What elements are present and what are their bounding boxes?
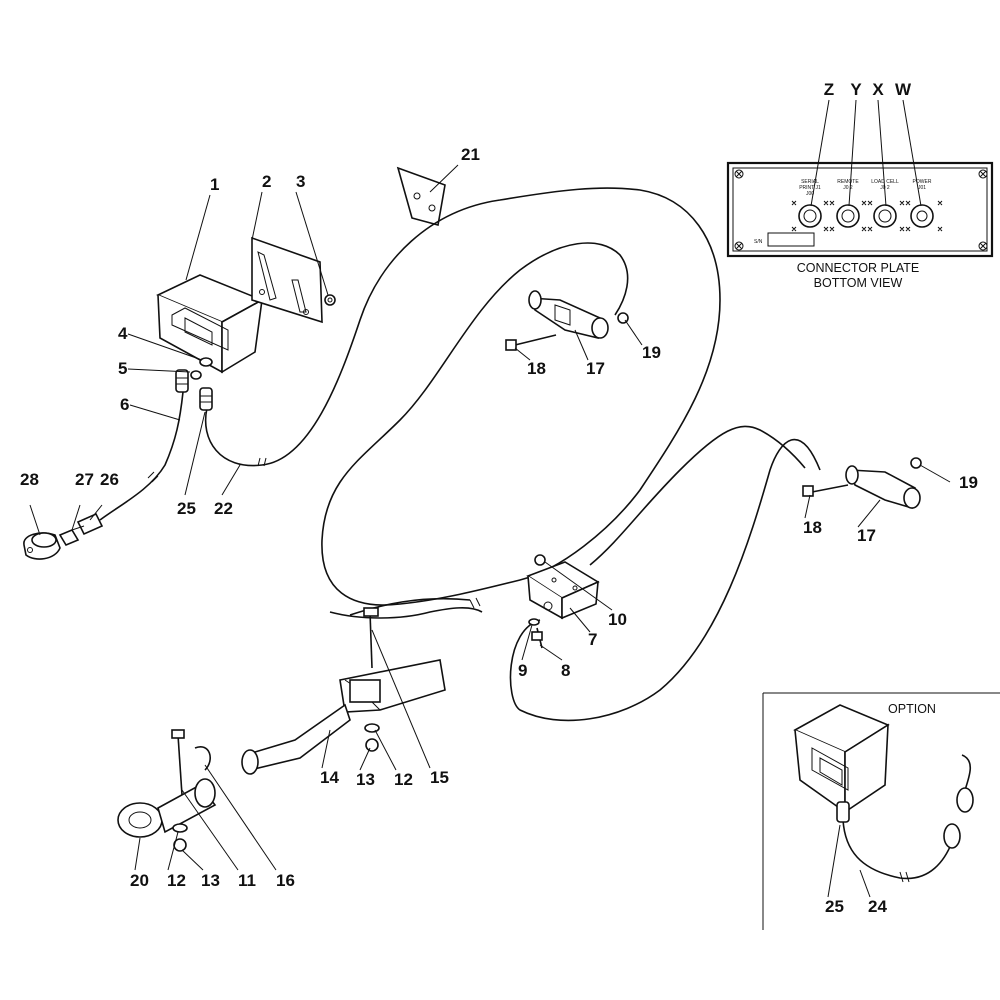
callout-5: 5 — [118, 359, 127, 378]
port-label-2-line1: REMOTE — [837, 179, 859, 185]
callout-12: 12 — [394, 770, 413, 789]
pin-label-z: Z — [824, 80, 834, 99]
connector-plug-25 — [199, 387, 213, 411]
cables — [99, 187, 821, 722]
callout-18: 18 — [527, 359, 546, 378]
port-label-1-line3: J00 — [806, 191, 814, 197]
callout-15: 15 — [430, 768, 449, 787]
port-label-1-line2: PRINT J1 — [799, 185, 821, 191]
port-label-3-line2: J0 2 — [880, 185, 890, 191]
plate-bracket-21 — [396, 166, 446, 227]
callout-3: 3 — [296, 172, 305, 191]
mounting-bracket — [251, 236, 323, 324]
sensor-28 — [23, 532, 61, 560]
callout-6: 6 — [120, 395, 129, 414]
connector-plate-caption-line1: CONNECTOR PLATE — [797, 261, 919, 275]
pin-label-w: W — [895, 80, 912, 99]
bolt-18-upper — [505, 334, 557, 351]
callout-21: 21 — [461, 145, 480, 164]
load-cell-17-upper — [528, 290, 609, 339]
port-label-4-line1: POWER — [913, 179, 932, 185]
option-display-housing — [793, 704, 890, 814]
option-title: OPTION — [888, 702, 936, 716]
callout-19: 19 — [959, 473, 978, 492]
callout-11: 11 — [238, 871, 256, 890]
bolt-18-right — [802, 484, 849, 497]
callout-27: 27 — [75, 470, 94, 489]
connector-plate-caption-line2: BOTTOM VIEW — [814, 276, 903, 290]
leader-lines — [29, 164, 951, 871]
port-label-2-line2: J0 2 — [843, 185, 853, 191]
callout-13: 13 — [356, 770, 375, 789]
nut-washer-12-13-upper — [364, 723, 380, 752]
callout-14: 14 — [320, 768, 339, 787]
callout-28: 28 — [20, 470, 39, 489]
callout-25: 25 — [177, 499, 196, 518]
callout-16: 16 — [276, 871, 295, 890]
pin-label-y: Y — [850, 80, 862, 99]
callout-1: 1 — [210, 175, 219, 194]
callout-20: 20 — [130, 871, 149, 890]
callout-17: 17 — [586, 359, 605, 378]
nut-3 — [324, 294, 336, 306]
callout-13: 13 — [201, 871, 220, 890]
callout-22: 22 — [214, 499, 233, 518]
callout-12: 12 — [167, 871, 186, 890]
towing-eye-20 — [117, 778, 217, 838]
callout-24: 24 — [868, 897, 887, 916]
callout-4: 4 — [118, 324, 128, 343]
callout-17: 17 — [857, 526, 876, 545]
display-housing — [156, 274, 264, 374]
screw-8-washer-9 — [528, 618, 543, 649]
bolt-15 — [363, 607, 379, 669]
plate-ports — [791, 200, 943, 232]
callout-19: 19 — [642, 343, 661, 362]
load-cell-17-right — [845, 465, 921, 510]
serial-number-box — [767, 232, 815, 247]
junction-box-7 — [526, 554, 600, 620]
serial-number-label: S/N — [754, 239, 763, 245]
nut-washer-12-13-lower — [172, 823, 188, 852]
nut-19-right — [910, 457, 922, 469]
callout-18: 18 — [803, 518, 822, 537]
callout-8: 8 — [561, 661, 570, 680]
connector-plate: S/N CONNECTOR PLATE BOTTOM VIEW — [726, 99, 994, 290]
connector-27-26 — [58, 512, 104, 547]
callout-2: 2 — [262, 172, 271, 191]
callout-9: 9 — [518, 661, 527, 680]
callout-10: 10 — [608, 610, 627, 629]
plate-screws — [734, 169, 988, 251]
callout-26: 26 — [100, 470, 119, 489]
option-panel: OPTION — [762, 692, 1000, 930]
connector-plug-5 — [175, 369, 189, 393]
drawbar-14 — [241, 659, 446, 775]
callout-25: 25 — [825, 897, 844, 916]
port-label-3-line1: LOAD CELL — [871, 179, 899, 185]
port-label-1-line1: SERIAL — [801, 179, 819, 185]
callout-7: 7 — [588, 630, 597, 649]
washers-4-5 — [190, 357, 213, 380]
pin-label-x: X — [872, 80, 884, 99]
port-label-4-line2: J01 — [918, 185, 926, 191]
